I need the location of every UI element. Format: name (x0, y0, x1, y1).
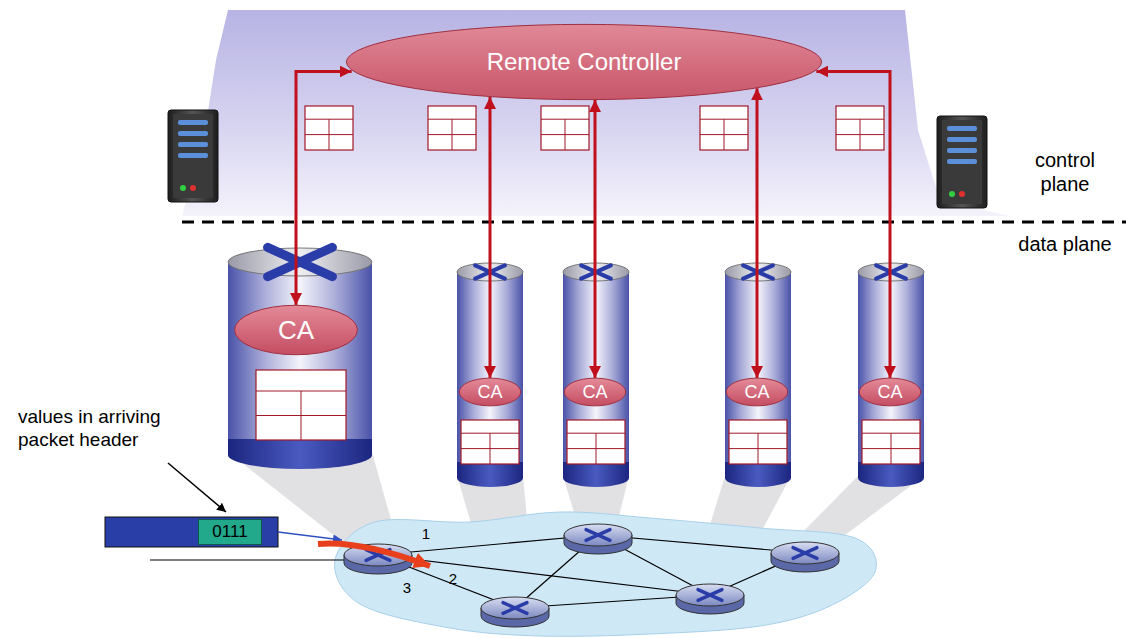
server-icon (937, 116, 987, 208)
flow-table (700, 106, 748, 150)
ellipse-shape (459, 378, 520, 406)
packet-bar (105, 517, 278, 547)
ellipse-shape (726, 378, 787, 406)
flow-table (305, 106, 353, 150)
port-number: 2 (446, 570, 460, 588)
router-icon (771, 542, 839, 572)
flow-table (256, 370, 346, 440)
ellipse-shape (346, 24, 821, 99)
packet-arrow (278, 532, 342, 540)
flow-table (541, 106, 589, 150)
control-connector (594, 100, 597, 378)
node-text: CA (278, 315, 314, 346)
node-text: CA (582, 382, 607, 403)
flow-table (836, 106, 884, 150)
plane-separator (182, 221, 1126, 224)
leader-line (168, 463, 226, 512)
plane-label: control plane (1018, 148, 1112, 196)
control-agent: CA (459, 378, 521, 406)
flow-table (461, 420, 519, 464)
port-number: 3 (400, 579, 414, 597)
network-cloud (335, 512, 877, 636)
control-agent: CA (564, 378, 626, 406)
control-agent: CA (234, 305, 358, 355)
server-icon (168, 110, 218, 202)
network-link (378, 555, 710, 595)
node-text: 0111 (212, 522, 247, 542)
switch-cylinder (228, 247, 372, 469)
node-text: CA (477, 382, 502, 403)
flow-table (862, 420, 920, 464)
network-link (150, 559, 345, 560)
router-icon (564, 524, 632, 554)
ellipse-shape (564, 378, 625, 406)
node-text: Remote Controller (487, 48, 682, 76)
header-field: 0111 (198, 519, 262, 545)
ellipse-shape (859, 378, 920, 406)
port-number: 1 (419, 525, 433, 543)
flow-table (729, 420, 787, 464)
flow-table (567, 420, 625, 464)
control-agent: CA (726, 378, 788, 406)
router-icon (481, 597, 549, 627)
control-connector (489, 97, 492, 378)
note-label: values in arriving packet header (18, 406, 204, 452)
control-connector (756, 88, 759, 378)
node-text: CA (877, 382, 902, 403)
control-connector (816, 72, 890, 379)
plane-label: data plane (1018, 232, 1112, 256)
router-icon (676, 584, 744, 614)
ellipse-shape (235, 305, 358, 355)
control-agent: CA (859, 378, 921, 406)
flow-table (428, 106, 476, 150)
forward-arrow (318, 543, 430, 566)
node-text: CA (744, 382, 769, 403)
control-connector (296, 72, 352, 306)
controller-ellipse: Remote Controller (344, 24, 824, 100)
